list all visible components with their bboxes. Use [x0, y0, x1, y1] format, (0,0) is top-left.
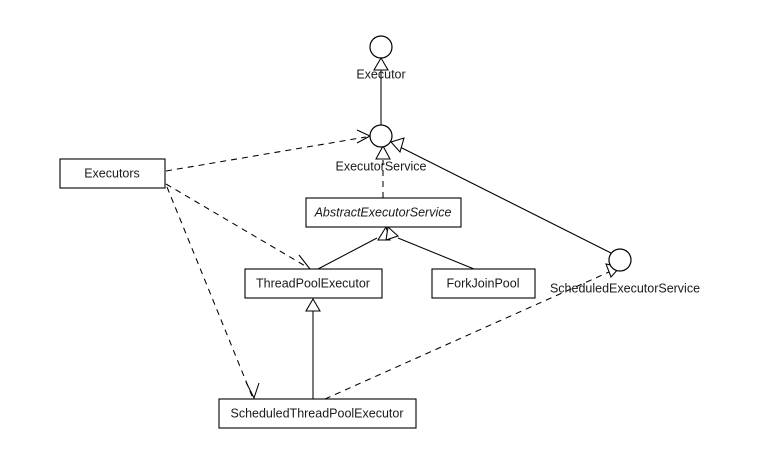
edge-scheduledthreadpoolexecutor-extends-threadpoolexecutor	[305, 297, 321, 399]
edge-scheduledexecutorservice-extends-executorservice	[390, 137, 612, 254]
edge-line	[324, 271, 610, 400]
open-arrowhead	[245, 381, 260, 400]
edge-executorservice-extends-executor	[373, 56, 389, 125]
edge-threadpoolexecutor-extends-abstractexecutorservice	[317, 225, 391, 270]
node-layer: Executor ExecutorService ScheduledExecut…	[59, 35, 700, 429]
node-label: Executor	[356, 67, 405, 81]
node-label: ExecutorService	[335, 159, 426, 173]
node-executors[interactable]: Executors	[59, 158, 166, 189]
hollow-triangle-arrowhead	[375, 144, 391, 160]
class-box[interactable]	[305, 197, 462, 228]
edge-line	[397, 237, 475, 270]
edge-layer	[165, 56, 621, 400]
hollow-triangle-arrowhead	[390, 137, 405, 154]
node-scheduled-executor-service[interactable]: ScheduledExecutorService	[550, 248, 700, 295]
edge-line	[165, 183, 308, 268]
node-scheduled-thread-pool-executor[interactable]: ScheduledThreadPoolExecutor	[218, 398, 417, 429]
node-label: ForkJoinPool	[447, 276, 520, 290]
class-box[interactable]	[244, 268, 383, 299]
edge-line	[165, 136, 367, 172]
hollow-triangle-arrowhead	[373, 56, 389, 71]
edge-line	[317, 237, 378, 270]
node-executor[interactable]: Executor	[356, 35, 406, 81]
hollow-triangle-arrowhead	[385, 225, 400, 241]
edge-abstractexecutorservice-implements-executorservice	[375, 144, 391, 198]
hollow-triangle-arrowhead	[305, 297, 321, 312]
class-box[interactable]	[218, 398, 417, 429]
open-arrowhead	[356, 129, 372, 144]
node-executor-service[interactable]: ExecutorService	[335, 124, 427, 173]
interface-circle-icon[interactable]	[369, 35, 393, 59]
class-box[interactable]	[59, 158, 166, 189]
node-label: ScheduledThreadPoolExecutor	[230, 406, 403, 420]
node-thread-pool-executor[interactable]: ThreadPoolExecutor	[244, 268, 383, 299]
class-box[interactable]	[431, 268, 536, 299]
open-arrowhead	[296, 254, 312, 270]
node-label: ThreadPoolExecutor	[256, 276, 370, 290]
node-fork-join-pool[interactable]: ForkJoinPool	[431, 268, 536, 299]
edge-executors-uses-scheduledthreadpoolexecutor	[166, 186, 260, 400]
edge-line	[399, 146, 612, 254]
edge-line	[166, 186, 253, 397]
edge-executors-uses-threadpoolexecutor	[165, 183, 312, 270]
interface-circle-icon[interactable]	[608, 248, 632, 272]
edge-forkjoinpool-extends-abstractexecutorservice	[385, 225, 475, 270]
node-label: AbstractExecutorService	[314, 205, 452, 219]
interface-circle-icon[interactable]	[369, 124, 393, 148]
node-label: ScheduledExecutorService	[550, 281, 700, 295]
node-label: Executors	[84, 166, 140, 180]
node-abstract-executor-service[interactable]: AbstractExecutorService	[305, 197, 462, 228]
